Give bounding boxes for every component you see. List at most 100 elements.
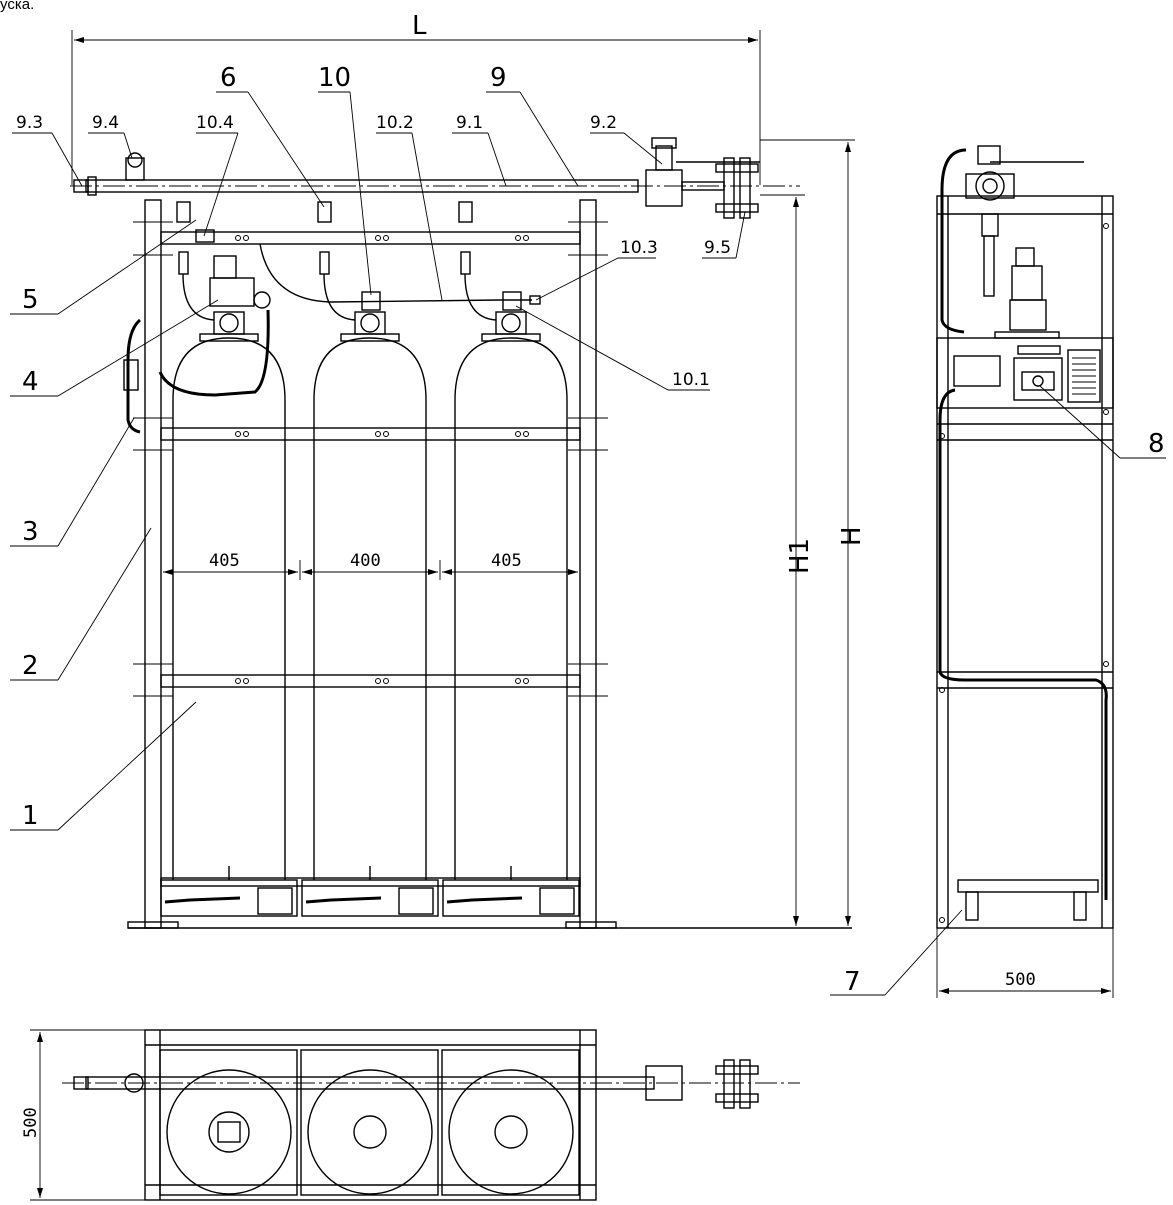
dim-label-side-500: 500: [1005, 970, 1036, 990]
pilot-plug-10-3: [529, 295, 541, 305]
side-solenoid: [1015, 247, 1035, 267]
dim-label-plan-500: 500: [21, 1107, 41, 1138]
pressure-switch-9-4: [125, 157, 145, 181]
plan-valve-2: [353, 1115, 387, 1149]
junction-box: [953, 355, 1001, 387]
plan-cell-3: [441, 1049, 580, 1196]
plan-valve-9-2: [645, 1065, 683, 1101]
pilot-line-10-2: [259, 243, 532, 303]
plan-flange-a: [723, 1059, 735, 1109]
plan-cylinder-3: [448, 1069, 574, 1195]
side-valve-inner: [982, 178, 998, 194]
plan-frame: [144, 1029, 597, 1201]
plan-fitting-9-3: [73, 1076, 89, 1090]
control-panel-8: [936, 337, 1114, 409]
plan-cell-2: [300, 1049, 439, 1196]
header-text: уска.: [0, 0, 35, 13]
side-foot-right: [1073, 891, 1087, 921]
pressure-switch-9-4-head: [127, 152, 143, 168]
callout-9: 9: [490, 63, 507, 93]
flange-9-5-a: [723, 157, 735, 219]
flex-hose-3: [460, 251, 471, 275]
fitting-9-3-nut: [87, 176, 97, 196]
plan-flange-bolt-bottom: [715, 1093, 759, 1103]
frame-post-right: [579, 199, 597, 929]
side-view: [830, 145, 1166, 998]
branch-1: [176, 201, 191, 223]
weight-indicator-button: [1032, 375, 1044, 387]
foot-plate-right: [565, 921, 617, 929]
side-valve-body: [965, 173, 1015, 199]
dim-label-400: 400: [350, 551, 381, 571]
side-frame: [936, 195, 1114, 929]
callout-10-3: 10.3: [620, 238, 658, 258]
callout-9-1: 9.1: [456, 113, 483, 133]
frame-bar-low: [160, 674, 581, 688]
dim-label-L: L: [412, 11, 427, 41]
flange-bolt-bottom: [715, 203, 759, 213]
callout-2: 2: [22, 651, 39, 681]
label-strip: [1017, 345, 1061, 355]
callout-9-4: 9.4: [92, 113, 119, 133]
cylinder-3: [454, 337, 568, 880]
plan-pressure-switch: [124, 1073, 144, 1093]
side-hose: [983, 235, 995, 297]
callout-10-4: 10.4: [196, 113, 234, 133]
frame-bar-top: [160, 231, 581, 245]
dim-label-H1: H1: [785, 538, 815, 574]
nameplate: [1067, 349, 1101, 403]
side-cyl-valve: [1009, 299, 1047, 331]
callout-8: 8: [1148, 429, 1165, 459]
callout-9-5: 9.5: [704, 238, 731, 258]
dim-label-405-b: 405: [491, 551, 522, 571]
cable-junction: [123, 359, 139, 391]
valve-9-2-stem: [655, 145, 673, 171]
plan-cylinder-2: [307, 1069, 433, 1195]
weight-indicator-display: [1021, 371, 1055, 391]
plan-actuator: [217, 1121, 241, 1143]
side-actuator: [1011, 265, 1043, 301]
callout-7: 7: [844, 967, 861, 997]
callout-10: 10: [318, 63, 351, 93]
plan-manifold: [85, 1076, 655, 1090]
actuator-head: [209, 277, 255, 307]
flex-hose-1: [178, 251, 189, 275]
side-leaders: [830, 385, 1166, 996]
branch-2: [317, 201, 332, 223]
actuator-knob: [253, 291, 271, 309]
side-weigher: [957, 879, 1099, 893]
callout-9-3: 9.3: [16, 113, 43, 133]
callout-4: 4: [22, 367, 39, 397]
cable-actuator: [158, 309, 270, 397]
callout-5: 5: [22, 285, 39, 315]
dim-label-H: H: [837, 526, 867, 546]
foot-plate-left: [127, 921, 179, 929]
hose-bend-3: [464, 273, 497, 321]
weight-indicator: [1013, 357, 1063, 401]
flange-bolt-top: [715, 163, 759, 173]
side-valve-stem: [977, 145, 1001, 165]
side-valve: [975, 171, 1005, 201]
check-valve-10-4: [195, 229, 215, 243]
plan-cell-1: [159, 1049, 298, 1196]
solenoid: [213, 255, 237, 279]
pilot-tee-10-1: [502, 291, 522, 311]
plan-flange-b: [739, 1059, 751, 1109]
weighing-devices: [160, 866, 580, 917]
hose-bend-1: [182, 273, 215, 321]
side-cable-top: [940, 148, 967, 334]
callout-1: 1: [22, 801, 39, 831]
branch-3: [458, 201, 473, 223]
plan-flange-bolt-top: [715, 1065, 759, 1075]
callout-9-2: 9.2: [590, 113, 617, 133]
cylinder-2: [313, 337, 427, 880]
plan-valve-1: [208, 1111, 250, 1153]
side-branch: [981, 213, 999, 237]
plan-cylinder-1: [166, 1069, 292, 1195]
side-foot-left: [965, 891, 979, 921]
valve-9-2: [645, 169, 683, 207]
callout-3: 3: [22, 517, 39, 547]
plan-view: [30, 1029, 800, 1201]
leader-lines: [10, 91, 746, 831]
